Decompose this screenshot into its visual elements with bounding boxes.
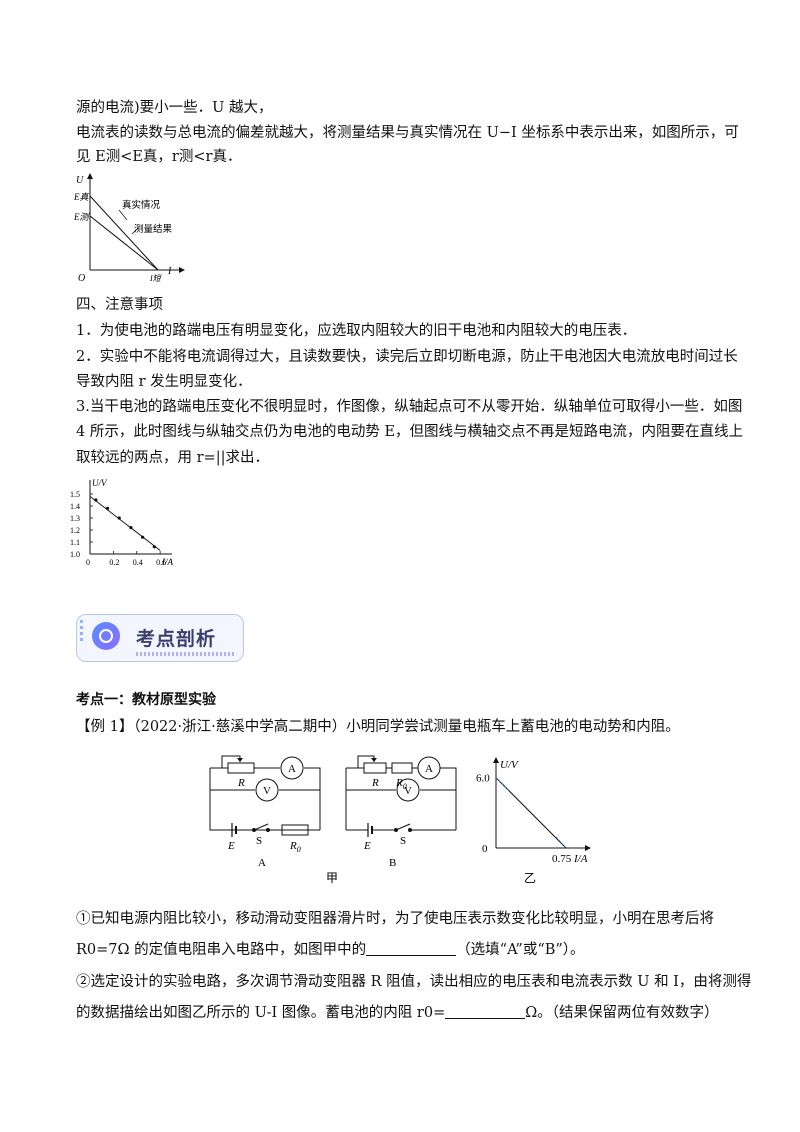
chart-yi-line: [495, 777, 567, 849]
chart4-y-tick-label: 1.1: [70, 538, 80, 547]
chart-yi-y-label: U/V: [500, 759, 519, 771]
chart4-fit-line: [89, 496, 161, 551]
fig1-measured-line: [89, 215, 159, 271]
kaodian-title: 考点一：教材原型实验: [76, 692, 216, 708]
chart4-data-point: [105, 506, 110, 510]
voltmeter-a-label: V: [263, 785, 271, 797]
magnifier-icon: [92, 622, 120, 650]
text-line-2: 电流表的读数与总电流的偏差就越大，将测量结果与真实情况在 U−I 坐标系中表示出…: [76, 125, 739, 141]
fig1-u-label: U: [76, 175, 84, 186]
voltmeter-b: [396, 778, 420, 802]
question-1a: ①已知电源内阻比较小，移动滑动变阻器滑片时，为了使电压表示数变化比较明显，小明在…: [76, 911, 714, 927]
chart4-x-label: I/A: [161, 557, 173, 567]
chart4-data-point: [117, 516, 121, 520]
banner-title: 考点剖析: [136, 628, 217, 650]
resistor-a-label: R0: [289, 840, 301, 854]
slider-arrow-a: [237, 758, 243, 762]
chart4-y-tick-label: 1.4: [70, 502, 80, 511]
ammeter-b: [417, 756, 441, 780]
fig1-origin: O: [78, 273, 85, 282]
rheostat-b: [363, 762, 387, 774]
chart-yi-y-tick-label: 6.0: [476, 773, 490, 785]
circuit-a-caption: A: [258, 857, 266, 869]
chart-yi-dash-end: [555, 836, 567, 849]
note-3c: 取较远的两点，用 r=||求出．: [76, 450, 269, 466]
fig1-label-true: 真实情况: [122, 199, 161, 211]
resistor-b-label: R0: [395, 777, 407, 791]
section-banner: 考点剖析: [76, 614, 244, 664]
question-2b: 的数据描绘出如图乙所示的 U-I 图像。蓄电池的内阻 r0= Ω。（结果保留两位有…: [76, 1004, 726, 1022]
fig1-true-line: [89, 195, 159, 271]
circuit-b-caption: B: [389, 857, 396, 869]
chart4-y-tick-label: 1.0: [70, 550, 80, 559]
rheostat-a-label: R: [237, 777, 245, 789]
ammeter-a: [280, 756, 304, 780]
chart-yi-dash-start: [495, 777, 511, 793]
question-2a: ②选定设计的实验电路，多次调节滑动变阻器 R 阻值，读出相应的电压表和电流表示数…: [76, 974, 752, 990]
resistor-r0-b: [391, 762, 413, 774]
chart4-x-tick-label: 0: [86, 558, 90, 567]
chart-yi-x-tick-label: 0.75: [552, 853, 572, 865]
example-tag: 【例 1】: [76, 719, 134, 735]
voltmeter-b-label: V: [404, 785, 412, 797]
note-3b: 4 所示，此时图线与纵轴交点仍为电池的电动势 E，但图线与横轴交点不再是短路电流…: [76, 424, 744, 440]
chart4-x-tick-label: 0.6: [156, 558, 166, 567]
figure-true-vs-measured: U I O E真 E测 I短 真实情况 测量结果: [73, 173, 185, 282]
section-heading: 四、注意事项: [76, 297, 163, 313]
fig1-leader-measured: [131, 227, 139, 235]
answer-blank-2[interactable]: [445, 1004, 526, 1019]
chart-figure-yi: 6.0 0.75 0 U/V I/A 乙: [476, 757, 591, 885]
question-1b-text: R0=7Ω 的定值电阻串入电路中，如图甲中的: [76, 942, 367, 958]
chart4-data-point: [141, 535, 145, 539]
banner-dots: [136, 652, 236, 656]
banner-bar: [80, 620, 83, 644]
note-2a: 2．实验中不能将电流调得过大，且读数要快，读完后立即切断电源，防止干电池因大电流…: [76, 349, 738, 365]
chart4-data-point: [129, 526, 133, 530]
example-text: （2022·浙江·慈溪中学高二期中）小明同学尝试测量电瓶车上蓄电池的电动势和内阻…: [133, 719, 680, 735]
chart4-y-label: U/V: [92, 478, 108, 488]
fig1-leader-true: [118, 209, 128, 221]
chart4-y-tick-label: 1.3: [70, 514, 80, 523]
rheostat-a: [227, 762, 255, 774]
text-line-3: 见 E测<E真，r测<r真．: [76, 149, 242, 165]
chart4-x-tick-label: 0.2: [109, 558, 119, 567]
switch-b-label: S: [400, 835, 406, 847]
fig1-label-measured: 测量结果: [134, 223, 173, 235]
chart-yi-x-label: I/A: [573, 853, 588, 865]
question-2b-suffix: Ω。（结果保留两位有效数字）: [525, 1005, 719, 1021]
answer-blank-1[interactable]: [366, 941, 457, 956]
voltmeter-a: [255, 778, 279, 802]
note-2b: 导致内阻 r 发生明显变化．: [76, 374, 252, 390]
rheostat-b-label: R: [371, 777, 379, 789]
circuit-diagrams: A V R E S R0 A A V R R0 E S B 甲: [209, 755, 457, 885]
fig1-i-short: I短: [149, 274, 163, 282]
chart-figure-4: 1.0 1.1 1.2 1.3 1.4 1.5 0 0.2 0.4 0.6 U/V I/A: [70, 478, 173, 567]
question-1b: R0=7Ω 的定值电阻串入电路中，如图甲中的 （选填“A”或“B”）。: [76, 941, 726, 959]
slider-arrow-b: [371, 758, 377, 762]
chart4-data-point: [94, 498, 98, 502]
question-1b-suffix: （选填“A”或“B”）。: [456, 942, 585, 958]
note-3a: 3.当干电池的路端电压变化不很明显时，作图像，纵轴起点可不从零开始．纵轴单位可取…: [76, 399, 743, 415]
fig1-e-true: E真: [73, 192, 89, 202]
note-1: 1．为使电池的路端电压有明显变化，应选取内阻较大的旧干电池和内阻较大的电压表．: [76, 323, 637, 339]
fig1-e-meas: E测: [73, 212, 90, 222]
chart-yi-origin: 0: [482, 843, 488, 855]
switch-a-label: S: [256, 835, 262, 847]
chart4-y-tick-label: 1.2: [70, 526, 80, 535]
caption-yi: 乙: [524, 871, 536, 885]
chart4-data-point: [152, 545, 156, 549]
circuit-a: [209, 755, 321, 837]
example-line: 【例 1】（2022·浙江·慈溪中学高二期中）小明同学尝试测量电瓶车上蓄电池的电…: [76, 718, 726, 736]
question-2b-text: 的数据描绘出如图乙所示的 U-I 图像。蓄电池的内阻 r0=: [76, 1005, 446, 1021]
ammeter-a-label: A: [288, 763, 296, 775]
chart4-y-tick-label: 1.5: [70, 490, 80, 499]
text-line-1: 源的电流)要小一些．U 越大，: [76, 100, 273, 116]
ammeter-b-label: A: [425, 763, 433, 775]
caption-jia: 甲: [326, 871, 338, 885]
fig1-i-label: I: [167, 266, 172, 277]
emf-b-label: E: [363, 840, 371, 852]
emf-a-label: E: [227, 840, 235, 852]
chart4-x-tick-label: 0.4: [133, 558, 143, 567]
